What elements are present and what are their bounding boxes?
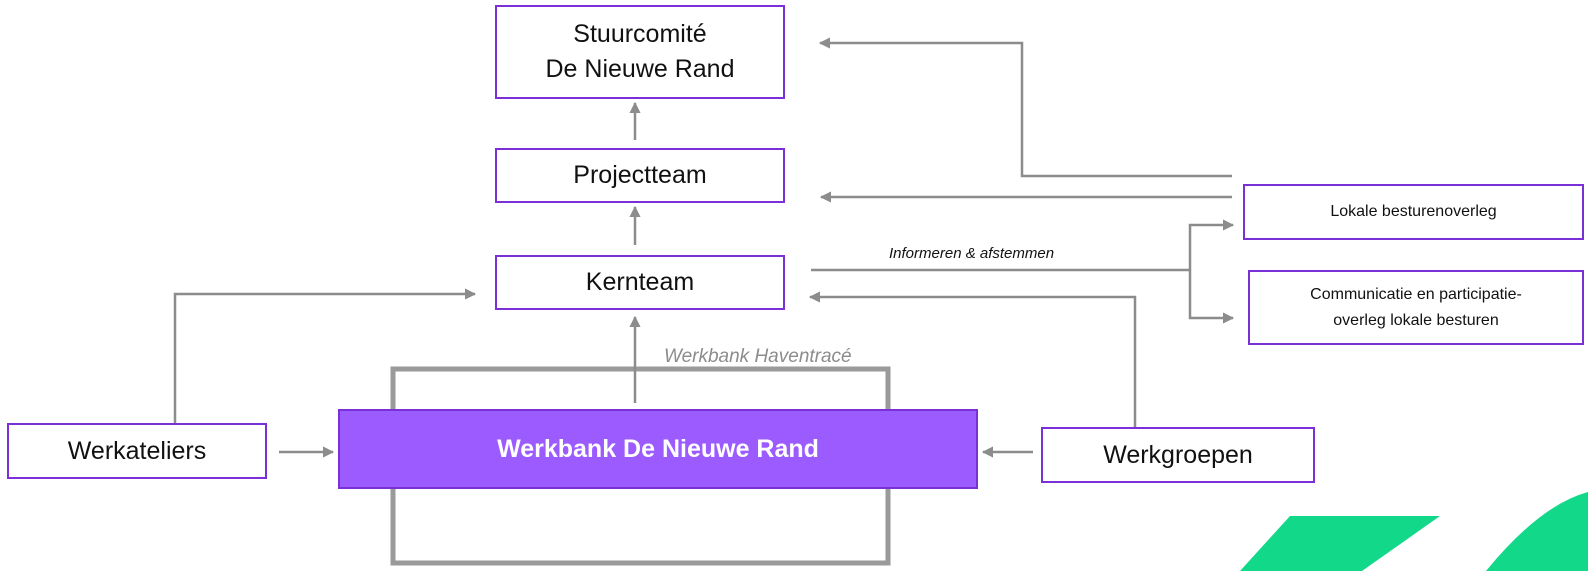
projectteam-label: Projectteam	[573, 161, 707, 189]
lokale-besturenoverleg-label: Lokale besturenoverleg	[1330, 203, 1497, 220]
logo-stripe-right	[1486, 492, 1588, 571]
node-werkateliers: Werkateliers	[7, 423, 267, 479]
werkbank-label: Werkbank De Nieuwe Rand	[497, 434, 819, 463]
node-werkbank-de-nieuwe-rand: Werkbank De Nieuwe Rand	[338, 409, 978, 489]
node-lokale-besturenoverleg: Lokale besturenoverleg	[1243, 184, 1584, 240]
werkateliers-label: Werkateliers	[67, 436, 207, 465]
node-projectteam: Projectteam	[495, 148, 785, 203]
kernteam-label: Kernteam	[585, 268, 695, 296]
werkbank-haventrace-label: Werkbank Haventracé	[664, 346, 852, 367]
informeren-afstemmen-label: Informeren & afstemmen	[889, 245, 1055, 262]
communicatie-line2: overleg lokale besturen	[1333, 311, 1499, 329]
stuurcomite-line1: Stuurcomité	[573, 20, 707, 48]
arrow-werkgroepen-to-kernteam	[808, 291, 1137, 427]
arrow-branch-to-communicatie	[1188, 270, 1235, 324]
logo-stripe-left	[1240, 516, 1440, 571]
node-communicatie-participatie: Communicatie en participatie- overleg lo…	[1248, 270, 1584, 345]
node-stuurcomite: Stuurcomité De Nieuwe Rand	[495, 5, 785, 99]
node-werkgroepen: Werkgroepen	[1041, 427, 1315, 483]
communicatie-line1: Communicatie en participatie-	[1310, 285, 1522, 303]
stuurcomite-line2: De Nieuwe Rand	[545, 55, 735, 83]
werkgroepen-label: Werkgroepen	[1103, 440, 1253, 469]
node-kernteam: Kernteam	[495, 255, 785, 310]
arrow-branch-to-lokale	[1188, 219, 1235, 270]
arrow-lokale-to-stuurcomite	[818, 37, 1232, 178]
arrow-werkateliers-to-kernteam	[173, 288, 477, 423]
